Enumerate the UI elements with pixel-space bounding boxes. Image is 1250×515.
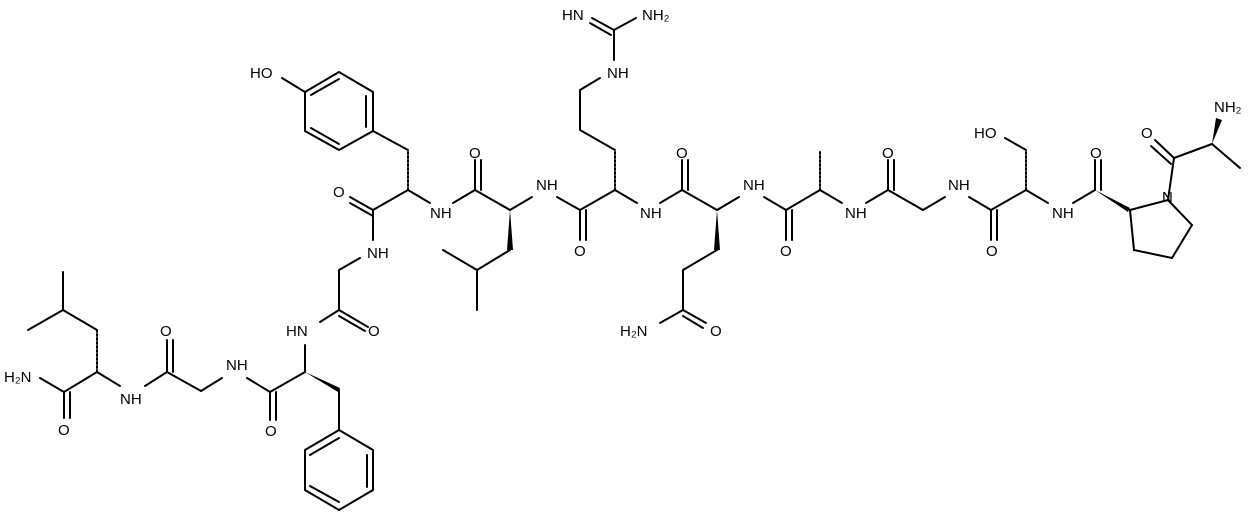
atom-label: NH: [536, 177, 558, 194]
atom-label: NH: [743, 177, 765, 194]
atom-label: O: [333, 184, 345, 201]
atom-label: HN: [286, 323, 308, 340]
atom-label: NH₂: [642, 7, 670, 24]
atom-label: NH: [607, 65, 629, 82]
atom-label: HO: [250, 65, 273, 82]
atom-label: O: [986, 243, 998, 260]
atom-label: NH: [120, 391, 142, 408]
atom-labels: H₂N O NH O NH O HN O NH O HO NH O NH O N…: [4, 7, 1242, 440]
atom-label: NH: [948, 177, 970, 194]
atom-label: NH₂: [1214, 99, 1242, 116]
atom-label: NH: [1052, 205, 1074, 222]
atom-label: O: [574, 243, 586, 260]
atom-label: O: [1090, 145, 1102, 162]
atom-label: O: [469, 145, 481, 162]
atom-label: NH: [640, 205, 662, 222]
atom-label: HN: [562, 7, 584, 24]
atom-label: H₂N: [4, 369, 32, 386]
bonds: [27, 17, 1241, 512]
atom-label: O: [1141, 125, 1153, 142]
atom-label: O: [160, 323, 172, 340]
atom-label: HO: [974, 125, 997, 142]
atom-label: NH: [367, 245, 389, 262]
atom-label: N: [1162, 189, 1173, 206]
atom-label: H₂N: [620, 323, 648, 340]
atom-label: O: [780, 243, 792, 260]
atom-label: NH: [226, 357, 248, 374]
atom-label: O: [882, 145, 894, 162]
atom-label: O: [368, 323, 380, 340]
atom-label: O: [58, 422, 70, 439]
atom-label: O: [676, 145, 688, 162]
atom-label: NH: [845, 205, 867, 222]
atom-label: O: [710, 323, 722, 340]
atom-label: NH: [430, 205, 452, 222]
atom-label: O: [265, 423, 277, 440]
